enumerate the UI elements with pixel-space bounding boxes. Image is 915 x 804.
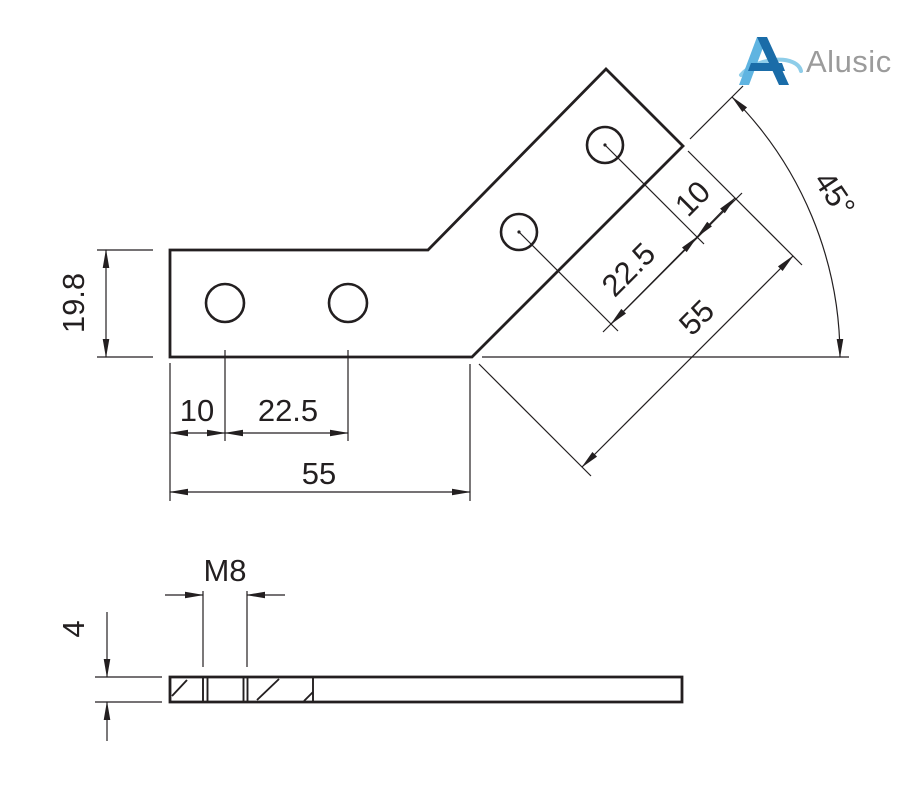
dim-thickness-label: 4 [56, 620, 91, 637]
top-view-outline [168, 67, 685, 359]
dim-angled-arm-group [478, 255, 794, 477]
side-view [95, 591, 684, 741]
brand-text: Alusic [806, 44, 892, 79]
hole-4 [585, 125, 625, 165]
logo-a-right-leg [757, 37, 789, 85]
dim-hole-spacing-label: 22.5 [258, 393, 318, 428]
dim-hole-offset-label: 10 [180, 393, 214, 428]
dim-angle-group [482, 85, 849, 358]
dim-angled-hole-spacing-label: 22.5 [595, 236, 662, 303]
dim-angle-label: 45° [807, 165, 862, 223]
hole-3 [499, 212, 539, 252]
dim-thickness-group [95, 612, 162, 741]
hole-2 [327, 282, 369, 324]
logo-a-left-leg [739, 37, 767, 85]
hole-1 [204, 282, 246, 324]
logo-a-crossbar [748, 63, 785, 71]
alusic-logo: Alusic [739, 37, 892, 85]
side-view-outline [168, 675, 684, 704]
dim-thread-label: M8 [203, 553, 246, 588]
dim-thread-group [165, 591, 285, 667]
dim-plate-height [97, 249, 153, 358]
dim-arm-length-label: 55 [302, 456, 336, 491]
top-view [97, 67, 849, 501]
dim-bottom-group [169, 350, 471, 501]
dim-angled-holes-group [518, 144, 803, 333]
side-view-thread-detail [171, 678, 314, 702]
dim-plate-height-label: 19.8 [56, 273, 91, 333]
